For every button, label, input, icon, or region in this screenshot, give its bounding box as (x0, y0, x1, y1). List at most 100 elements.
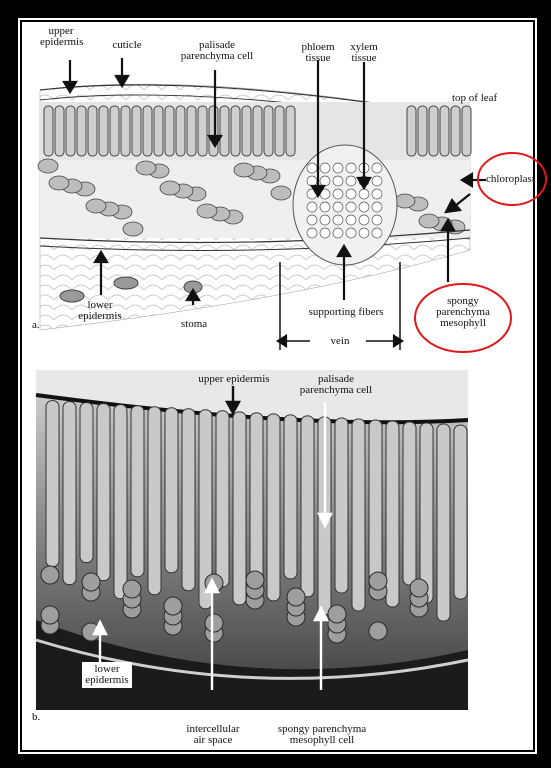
spongy-micro-cell (410, 579, 428, 597)
spongy-cell (160, 181, 180, 195)
palisade-micro-cell (80, 403, 93, 563)
vein-cell (346, 228, 356, 238)
vein-cell (307, 228, 317, 238)
spongy-cell (234, 163, 254, 177)
palisade-micro-cell (335, 418, 348, 593)
spongy-cell (49, 176, 69, 190)
vein-cell (372, 176, 382, 186)
palisade-micro-cell (97, 404, 110, 581)
palisade-cell (132, 106, 141, 156)
palisade-cell (275, 106, 284, 156)
palisade-micro-cell (267, 414, 280, 601)
label-upper-epidermis-b: upper epidermis (176, 374, 292, 385)
vein-cell (333, 228, 343, 238)
palisade-micro-cell (46, 401, 59, 567)
label-top-of-leaf: top of leaf (452, 93, 497, 104)
label-intercellular: intercellularair space (178, 724, 248, 746)
palisade-cell (154, 106, 163, 156)
label-stoma: stoma (174, 319, 214, 330)
palisade-micro-cell (437, 424, 450, 621)
vein-cell (320, 202, 330, 212)
label-palisade: palisadeparenchyma cell (172, 40, 262, 62)
palisade-cell (407, 106, 416, 156)
palisade-micro-cell (403, 422, 416, 585)
palisade-cell (88, 106, 97, 156)
vein-cell (333, 202, 343, 212)
vein-cell (346, 202, 356, 212)
vein-cell (346, 176, 356, 186)
spongy-cell (271, 186, 291, 200)
palisade-cell (418, 106, 427, 156)
spongy-micro-cell (246, 571, 264, 589)
vein-cell (333, 189, 343, 199)
palisade-cell (264, 106, 273, 156)
spongy-micro-cell (164, 597, 182, 615)
palisade-micro-cell (284, 415, 297, 579)
palisade-micro-cell (454, 425, 467, 599)
vein-cell (333, 215, 343, 225)
palisade-cell (176, 106, 185, 156)
palisade-cell (165, 106, 174, 156)
palisade-cell (242, 106, 251, 156)
vein-cell (346, 163, 356, 173)
palisade-micro-cell (216, 411, 229, 587)
spongy-cell (419, 214, 439, 228)
vein-cell (346, 189, 356, 199)
label-cuticle: cuticle (106, 40, 148, 51)
vein-cell (346, 215, 356, 225)
spongy-cell (123, 222, 143, 236)
palisade-cell (110, 106, 119, 156)
vein-cell (320, 215, 330, 225)
spongy-cell (395, 194, 415, 208)
palisade-micro-cell (148, 407, 161, 595)
palisade-cell (231, 106, 240, 156)
vein-cell (372, 215, 382, 225)
spongy-cell (38, 159, 58, 173)
spongy-micro-cell (82, 573, 100, 591)
palisade-cell (462, 106, 471, 156)
palisade-cell (66, 106, 75, 156)
label-upper-epidermis: upperepidermis (40, 26, 82, 48)
palisade-micro-cell (131, 406, 144, 577)
vein-cell (320, 176, 330, 186)
vein-cell (307, 163, 317, 173)
vein-cell (359, 215, 369, 225)
leaf-cross-section (38, 84, 471, 330)
vein-cell (359, 189, 369, 199)
vein-cell (372, 228, 382, 238)
palisade-cell (198, 106, 207, 156)
vein-cell (333, 163, 343, 173)
palisade-micro-cell (165, 408, 178, 573)
palisade-cell (143, 106, 152, 156)
spongy-micro-cell (205, 614, 223, 632)
vein-cell (307, 176, 317, 186)
spongy-micro-cell (41, 606, 59, 624)
label-phloem: phloemtissue (296, 42, 340, 64)
palisade-micro-cell (352, 419, 365, 611)
spongy-cell (86, 199, 106, 213)
palisade-micro-cell (182, 409, 195, 591)
palisade-micro-cell (114, 405, 127, 599)
palisade-cell (99, 106, 108, 156)
palisade-cell (440, 106, 449, 156)
palisade-cell (286, 106, 295, 156)
label-xylem: xylemtissue (344, 42, 384, 64)
palisade-cell (451, 106, 460, 156)
spongy-micro-cell (123, 580, 141, 598)
spongy-micro-cell (41, 566, 59, 584)
vein-cell (333, 176, 343, 186)
palisade-micro-cell (386, 421, 399, 607)
spongy-cell (197, 204, 217, 218)
spongy-micro-cell (287, 588, 305, 606)
spongy-micro-cell (369, 622, 387, 640)
vein-cell (359, 228, 369, 238)
palisade-cell (429, 106, 438, 156)
vein-cell (307, 215, 317, 225)
spongy-cell (136, 161, 156, 175)
label-supporting-fibers: supporting fibers (294, 307, 398, 318)
vein-cell (372, 163, 382, 173)
palisade-micro-cell (301, 416, 314, 597)
palisade-micro-cell (420, 423, 433, 603)
vein-cell (320, 228, 330, 238)
label-spongy-mesophyll: spongyparenchymamesophyll (425, 296, 501, 329)
